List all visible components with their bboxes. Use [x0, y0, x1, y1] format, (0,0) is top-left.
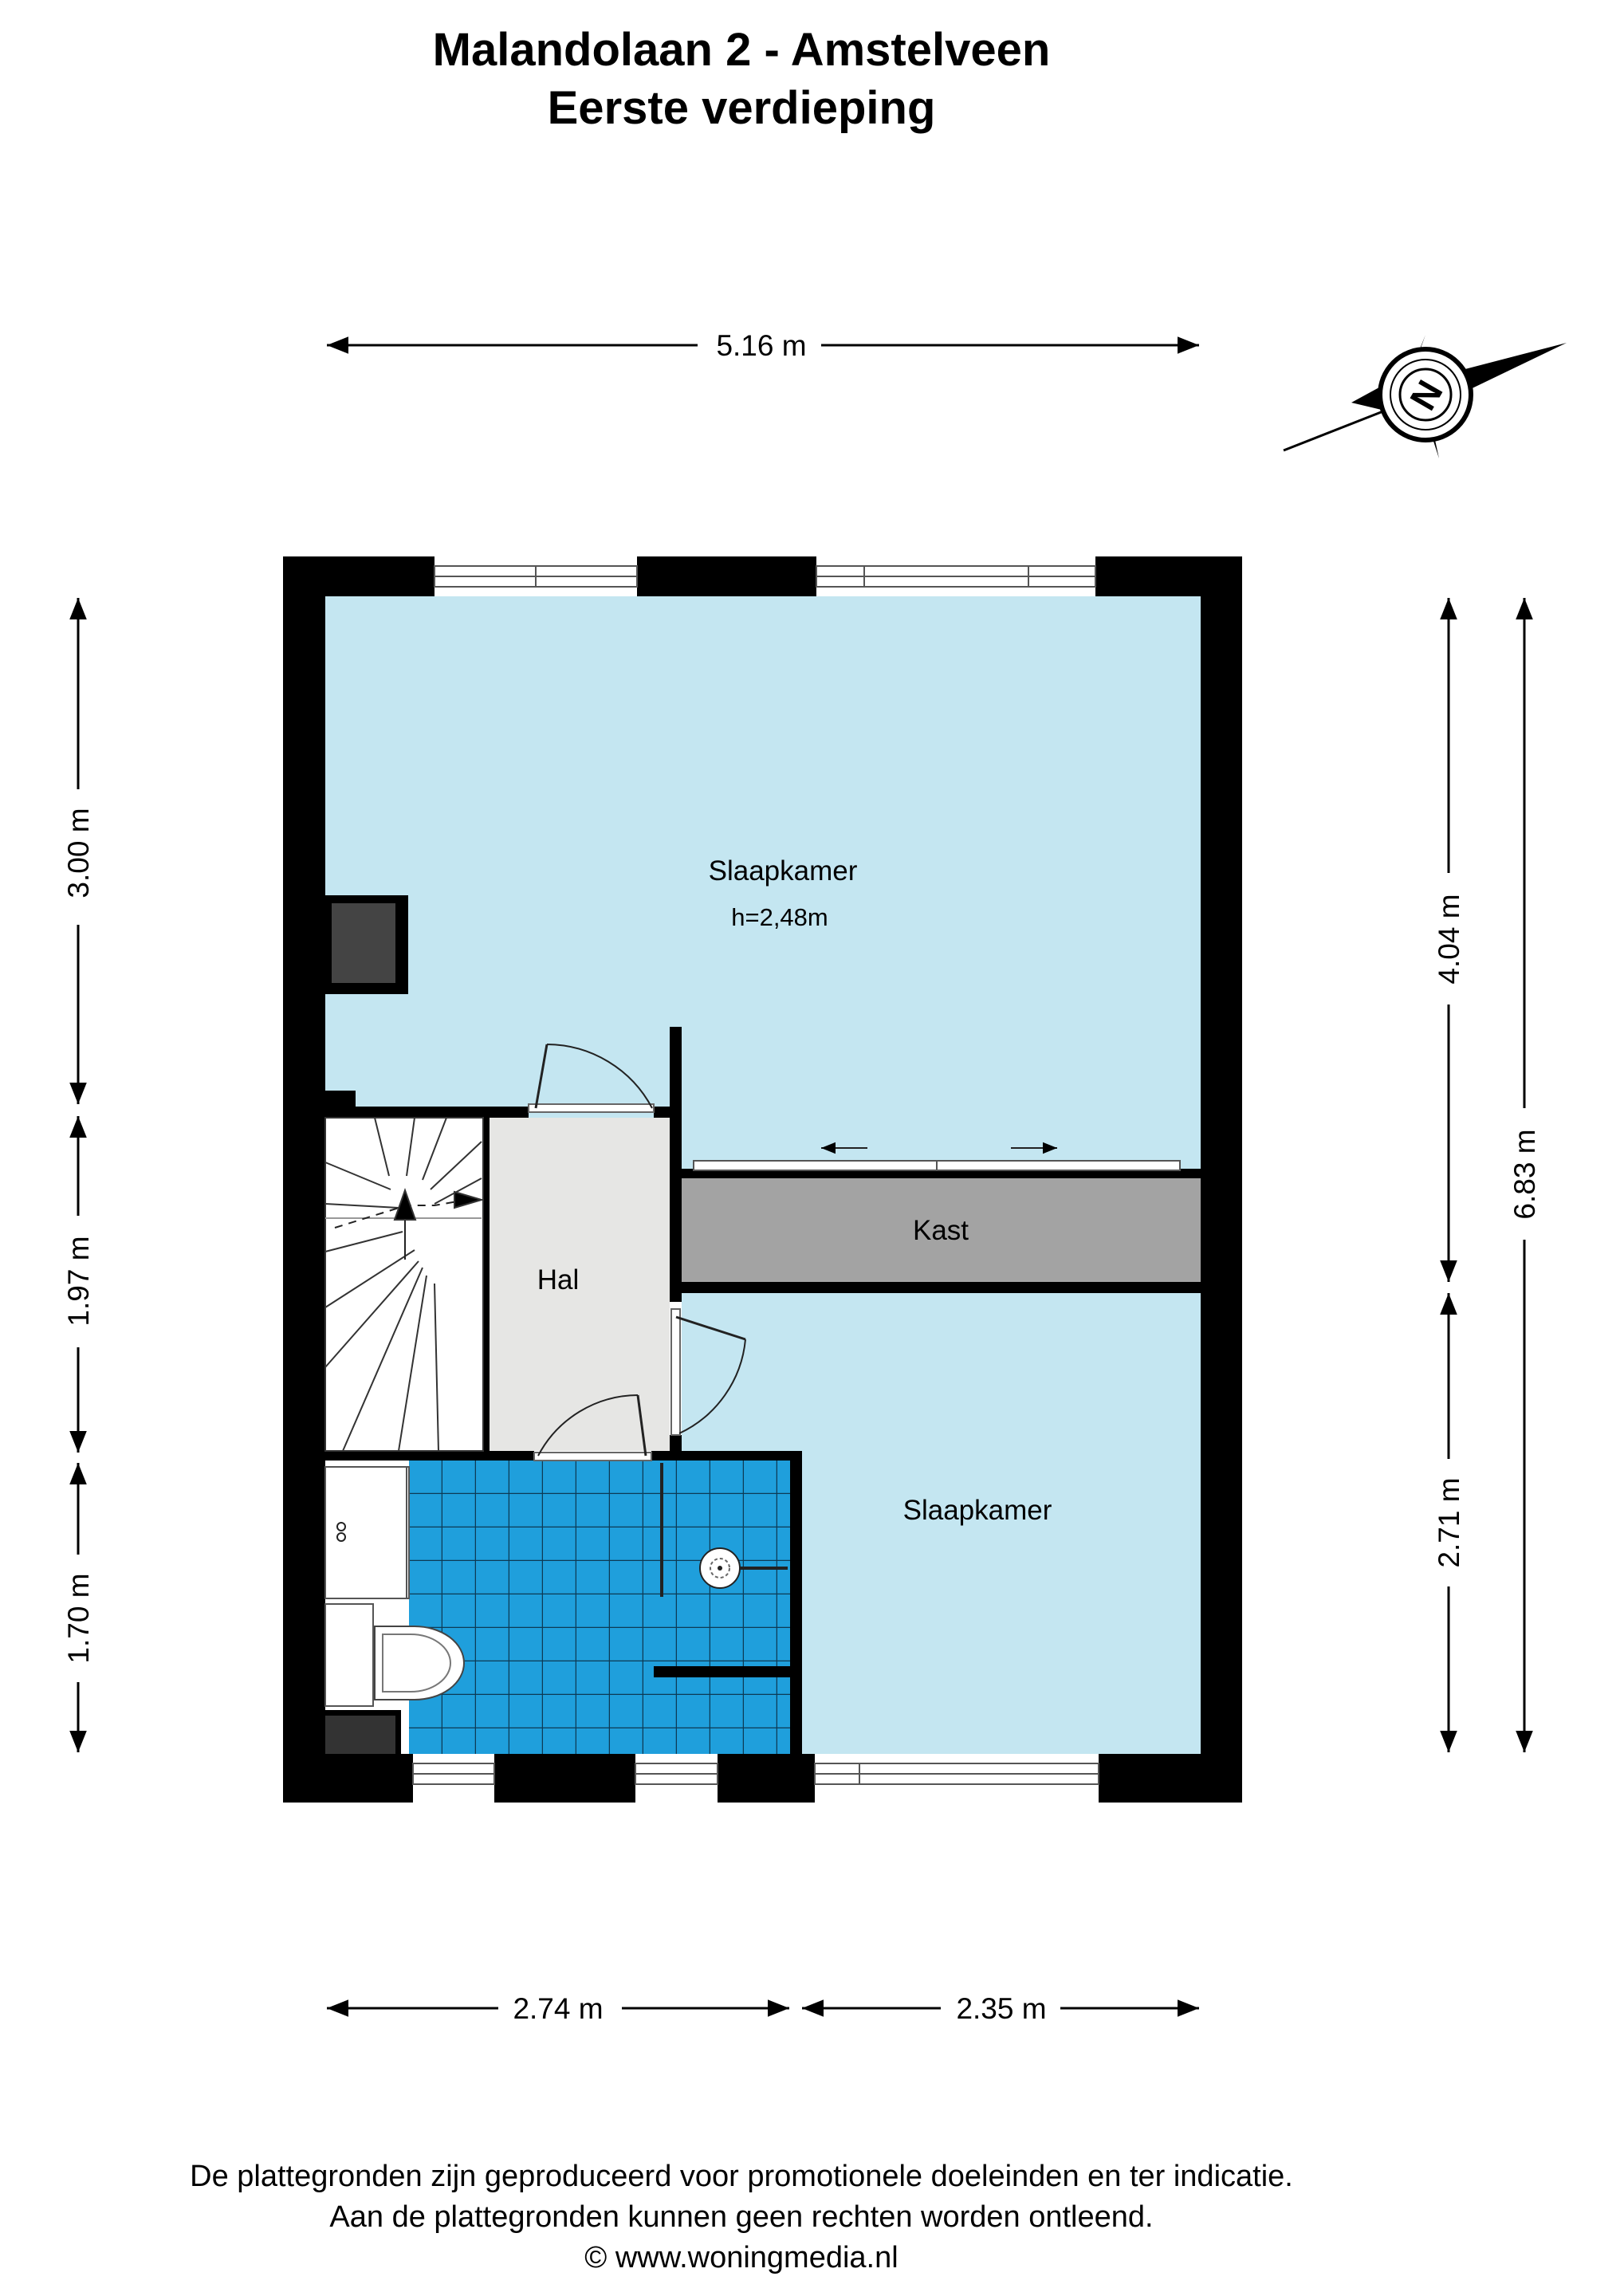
- dimension-bottom: 2.74 m 2.35 m: [327, 1992, 1199, 2025]
- bedroom-2-upper-area: [682, 1293, 1201, 1453]
- door-bedroom-2[interactable]: [670, 1308, 746, 1436]
- wall-left: [283, 556, 325, 1803]
- wall-stair-top: [325, 1091, 356, 1108]
- window-top-2: [816, 565, 1096, 588]
- room-label-bedroom-2: Slaapkamer: [903, 1495, 1052, 1526]
- dim-left-top-label: 3.00 m: [62, 808, 95, 898]
- dim-left-bottom-label: 1.70 m: [62, 1573, 95, 1663]
- dim-right-top-label: 4.04 m: [1433, 894, 1465, 984]
- wall-top-right: [1095, 556, 1242, 596]
- dimension-right: 4.04 m 2.71 m 6.83 m: [1433, 598, 1541, 1752]
- room-label-hall: Hal: [537, 1264, 580, 1295]
- wall-bath-top-left: [325, 1451, 534, 1461]
- wall-closet-bottom: [682, 1282, 1201, 1293]
- staircase[interactable]: [324, 1117, 485, 1452]
- dim-bottom-left-label: 2.74 m: [513, 1992, 603, 2025]
- copyright-link[interactable]: © www.woningmedia.nl: [584, 2241, 898, 2274]
- shower-wall: [654, 1666, 790, 1677]
- wall-bottom-mid: [494, 1754, 635, 1803]
- dimension-left: 3.00 m 1.97 m 1.70 m: [62, 598, 95, 1752]
- disclaimer-line-2: Aan de plattegronden kunnen geen rechten…: [329, 2200, 1153, 2234]
- wall-right: [1201, 556, 1242, 1803]
- wall-bottom-left: [283, 1754, 413, 1803]
- toilet[interactable]: [324, 1603, 465, 1707]
- wall-stair-right: [483, 1118, 490, 1451]
- window-bottom-1: [412, 1763, 495, 1785]
- dim-right-total-label: 6.83 m: [1508, 1129, 1541, 1219]
- shaft-inner: [332, 903, 395, 983]
- dim-bottom-right-label: 2.35 m: [956, 1992, 1046, 2025]
- bathroom-tiles: [409, 1461, 790, 1754]
- hall-area: [488, 1118, 670, 1451]
- shower-head-icon: [699, 1547, 788, 1589]
- room-label-closet: Kast: [913, 1215, 969, 1246]
- wall-bath-right: [790, 1451, 802, 1802]
- wall-top-mid: [637, 556, 816, 596]
- sink-cabinet: [324, 1466, 410, 1599]
- wall-hall-top: [325, 1107, 529, 1118]
- wall-top-left: [283, 556, 435, 596]
- dim-left-middle-label: 1.97 m: [62, 1236, 95, 1326]
- window-bottom-2: [635, 1763, 718, 1785]
- door-bathroom[interactable]: [533, 1394, 652, 1461]
- window-bottom-3: [814, 1763, 1099, 1785]
- floor-title: Eerste verdieping: [548, 82, 936, 134]
- dimension-top: 5.16 m: [327, 329, 1199, 362]
- door-bedroom-1[interactable]: [528, 1044, 655, 1113]
- closet-area: [682, 1178, 1201, 1282]
- bath-corner-inner: [325, 1716, 395, 1754]
- dim-right-bottom-label: 2.71 m: [1433, 1477, 1465, 1567]
- room-label-bedroom-1: Slaapkamer: [709, 855, 858, 887]
- disclaimer-line-1: De plattegronden zijn geproduceerd voor …: [190, 2160, 1293, 2193]
- wall-hall-door-frame: [670, 1435, 682, 1461]
- closet-sliding-door[interactable]: [693, 1160, 1181, 1171]
- dim-top-label: 5.16 m: [716, 329, 806, 362]
- compass-icon: N: [1283, 335, 1567, 458]
- stairs-area: [325, 1118, 485, 1451]
- wall-bottom-right: [1099, 1754, 1242, 1803]
- wall-bath-top-right: [651, 1451, 800, 1461]
- window-top-1: [434, 565, 638, 588]
- address-title: Malandolaan 2 - Amstelveen: [433, 24, 1051, 76]
- bedroom-1-area: [325, 596, 1201, 1170]
- wall-hall-right: [670, 1027, 682, 1302]
- room-height-bedroom-1: h=2,48m: [731, 903, 828, 931]
